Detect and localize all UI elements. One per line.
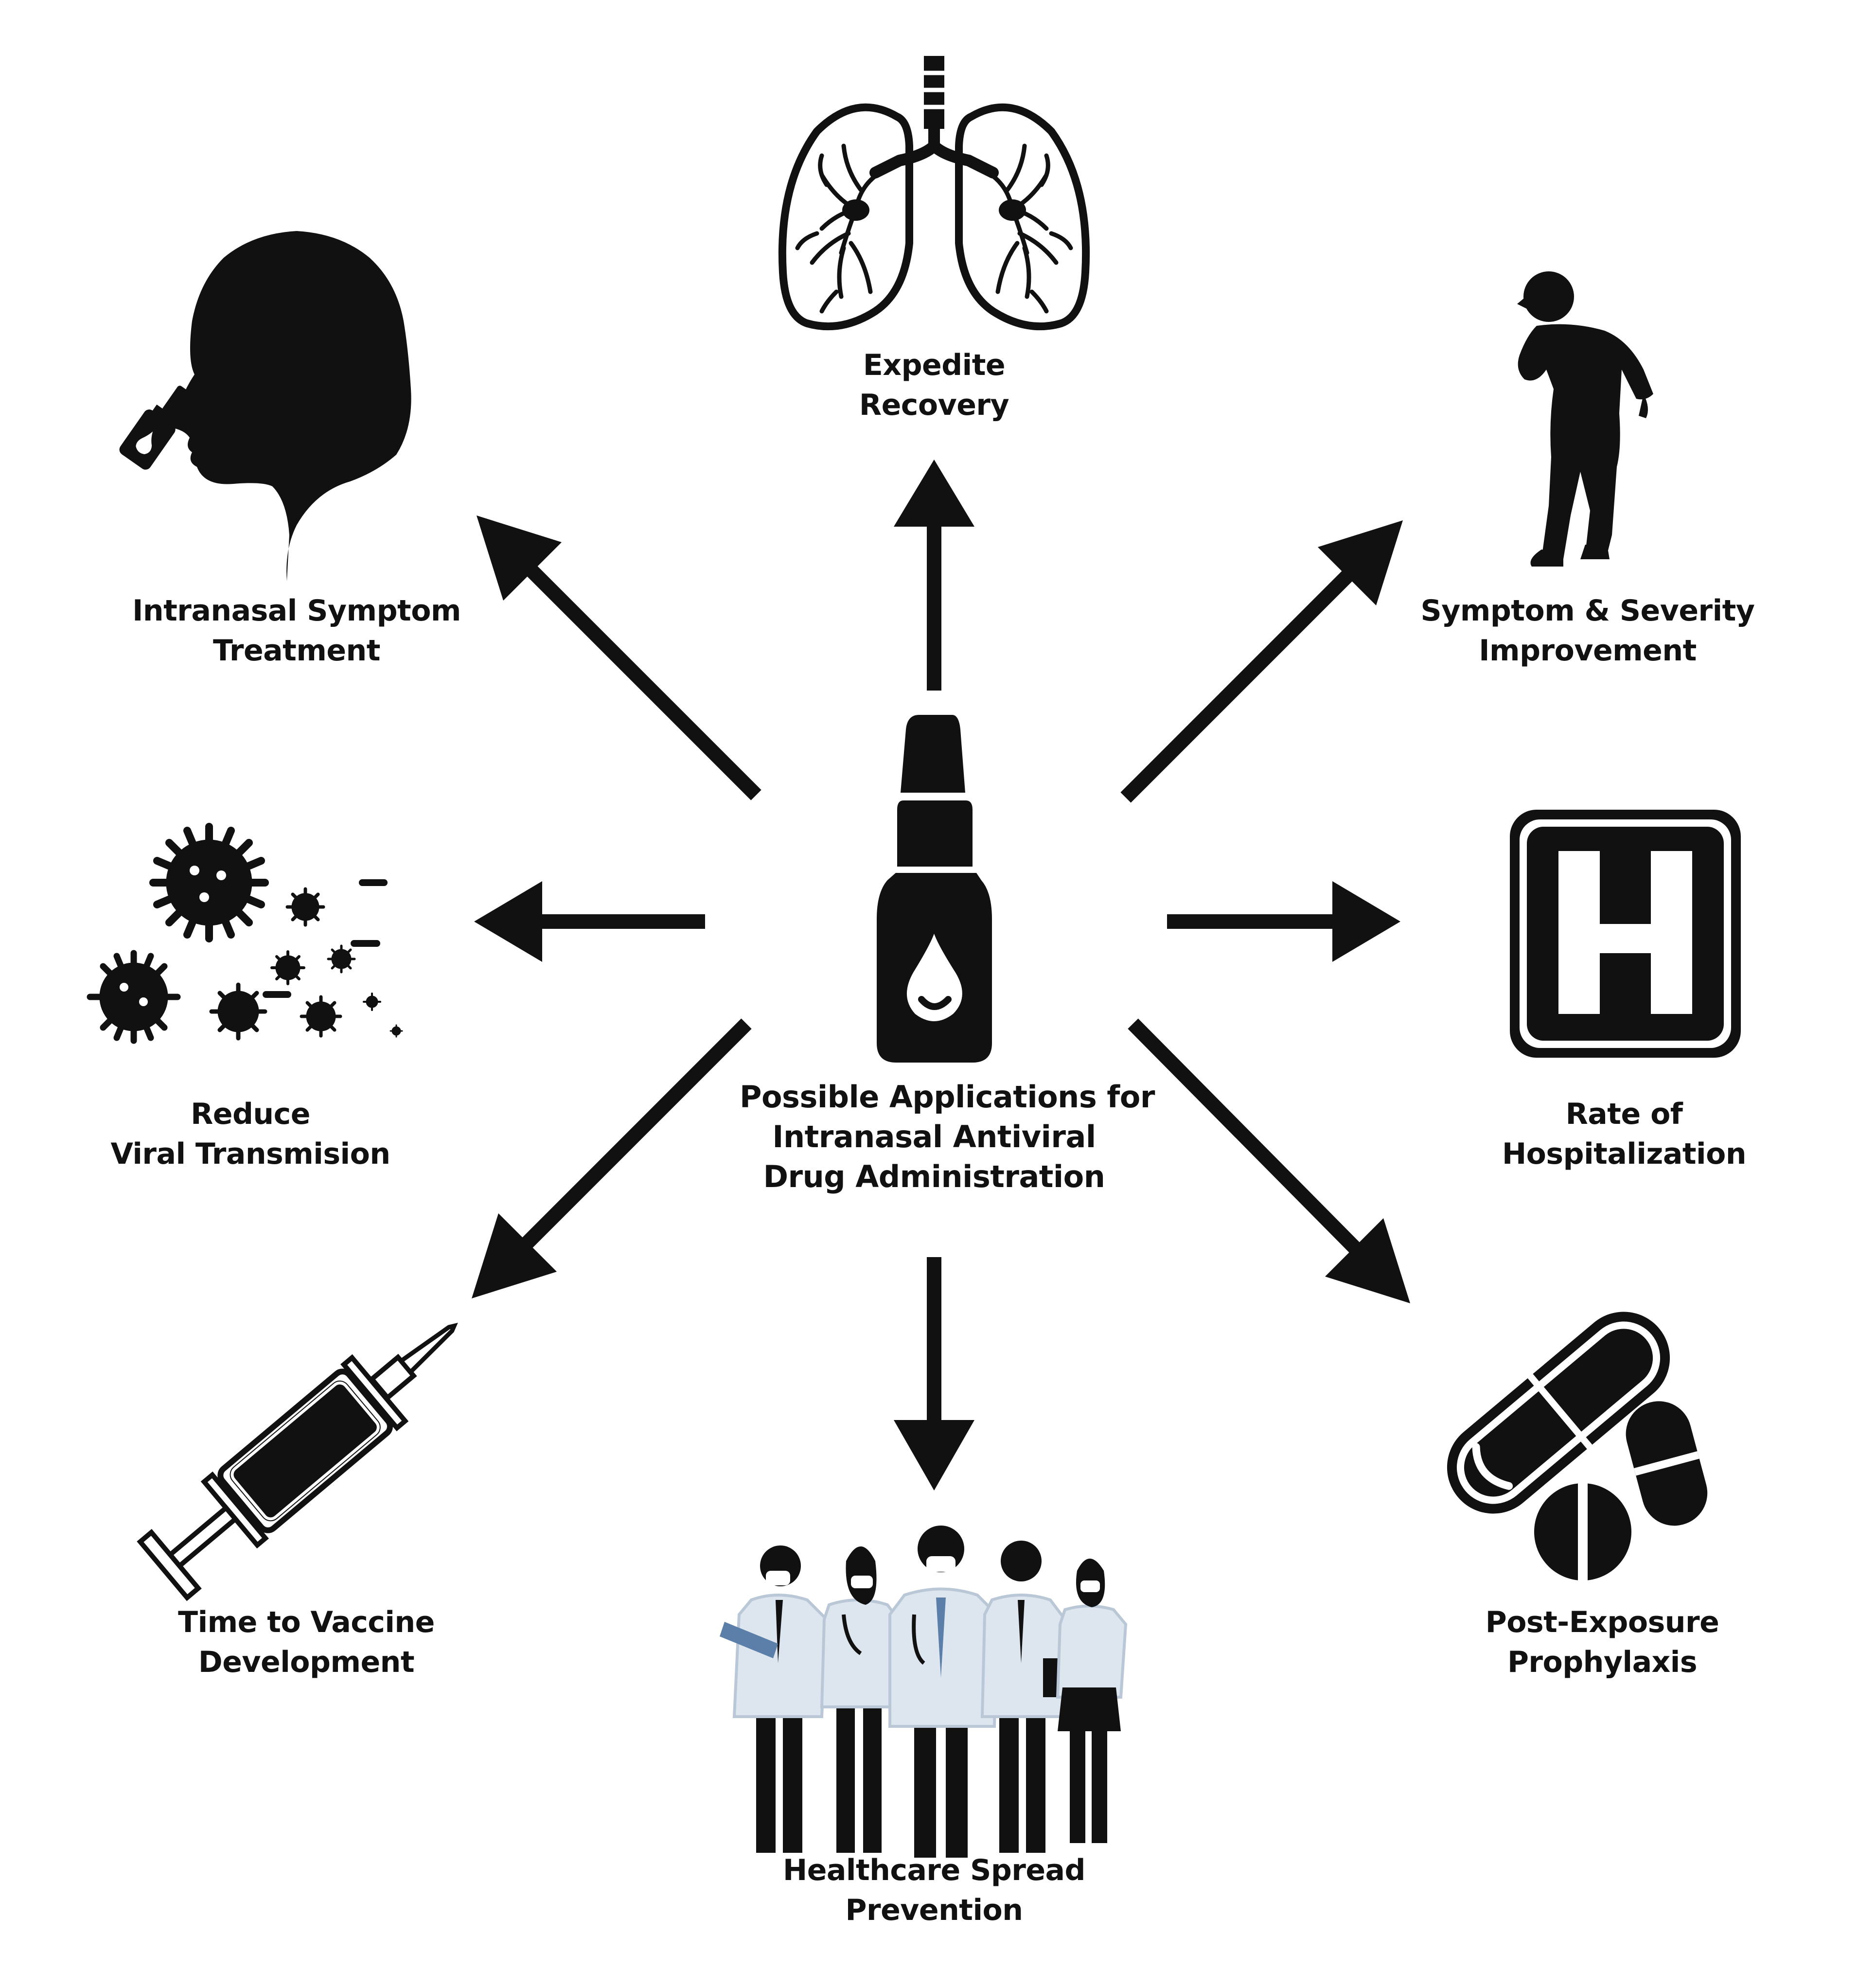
label-healthcare-spread: Healthcare Spread Prevention	[764, 1850, 1104, 1930]
label-line: Rate of	[1565, 1097, 1683, 1131]
label-expedite-recovery: Expedite Recovery	[788, 345, 1080, 425]
label-symptom-severity: Symptom & Severity Improvement	[1398, 591, 1777, 671]
label-viral-transmission: Reduce Viral Transmision	[80, 1094, 421, 1174]
arrows	[472, 460, 1410, 1491]
arrow-right	[1167, 881, 1400, 962]
label-line: Post-Exposure	[1485, 1605, 1719, 1639]
label-vaccine-time: Time to Vaccine Development	[136, 1602, 477, 1682]
label-line: Hospitalization	[1502, 1137, 1747, 1171]
label-line: Healthcare Spread	[783, 1853, 1085, 1887]
arrow-down-left	[472, 1018, 752, 1298]
label-line: Improvement	[1479, 634, 1697, 668]
coughing-man-icon	[1517, 271, 1653, 567]
virus-large-1	[149, 823, 269, 942]
hospital-sign-icon	[1510, 810, 1741, 1058]
worker-5	[1056, 1559, 1128, 1843]
virus-tiny-2	[389, 1024, 403, 1038]
nasal-spray-head-icon	[119, 231, 411, 581]
virus-particles-icon	[87, 823, 403, 1044]
label-line: Reduce	[191, 1097, 310, 1131]
label-line: Treatment	[213, 634, 380, 668]
virus-tiny-1	[363, 993, 381, 1011]
central-title-line3: Drug Administration	[763, 1159, 1105, 1194]
label-line: Development	[198, 1645, 415, 1679]
label-line: Viral Transmision	[110, 1137, 390, 1171]
virus-large-2	[87, 950, 181, 1044]
worker-4	[980, 1541, 1067, 1853]
syringe-icon	[137, 1322, 458, 1601]
pills-icon	[1447, 1312, 1708, 1580]
label-intranasal-treatment: Intranasal Symptom Treatment	[107, 591, 486, 671]
worker-1	[720, 1545, 829, 1853]
healthcare-workers-icon	[720, 1526, 1128, 1858]
label-line: Prevention	[845, 1893, 1023, 1927]
label-post-exposure: Post-Exposure Prophylaxis	[1432, 1602, 1772, 1682]
virus-small-3	[327, 944, 356, 974]
arrow-down-right	[1128, 1018, 1410, 1303]
central-title-line1: Possible Applications for	[740, 1079, 1155, 1115]
arrow-left	[474, 881, 705, 962]
central-title: Possible Applications for Intranasal Ant…	[740, 1077, 1155, 1197]
label-line: Time to Vaccine	[178, 1605, 435, 1639]
virus-small-4	[300, 995, 342, 1038]
virus-small-1	[285, 887, 325, 927]
worker-3	[888, 1526, 999, 1858]
arrow-up-right	[1120, 520, 1403, 803]
lungs-icon	[778, 56, 1090, 331]
label-line: Recovery	[859, 388, 1009, 422]
label-line: Symptom & Severity	[1420, 594, 1755, 628]
arrow-up	[894, 460, 974, 691]
worker-2	[820, 1546, 904, 1853]
motion-dashes	[263, 879, 388, 998]
central-title-line2: Intranasal Antiviral	[772, 1119, 1096, 1154]
virus-small-2	[270, 950, 305, 985]
dropper-bottle-icon	[877, 715, 992, 1063]
label-line: Expedite	[863, 348, 1006, 382]
arrow-down	[894, 1257, 974, 1491]
label-line: Prophylaxis	[1507, 1645, 1698, 1679]
virus-medium-1	[209, 982, 267, 1041]
label-line: Intranasal Symptom	[132, 594, 461, 628]
label-hospitalization: Rate of Hospitalization	[1464, 1094, 1785, 1174]
arrow-up-left	[477, 515, 761, 800]
